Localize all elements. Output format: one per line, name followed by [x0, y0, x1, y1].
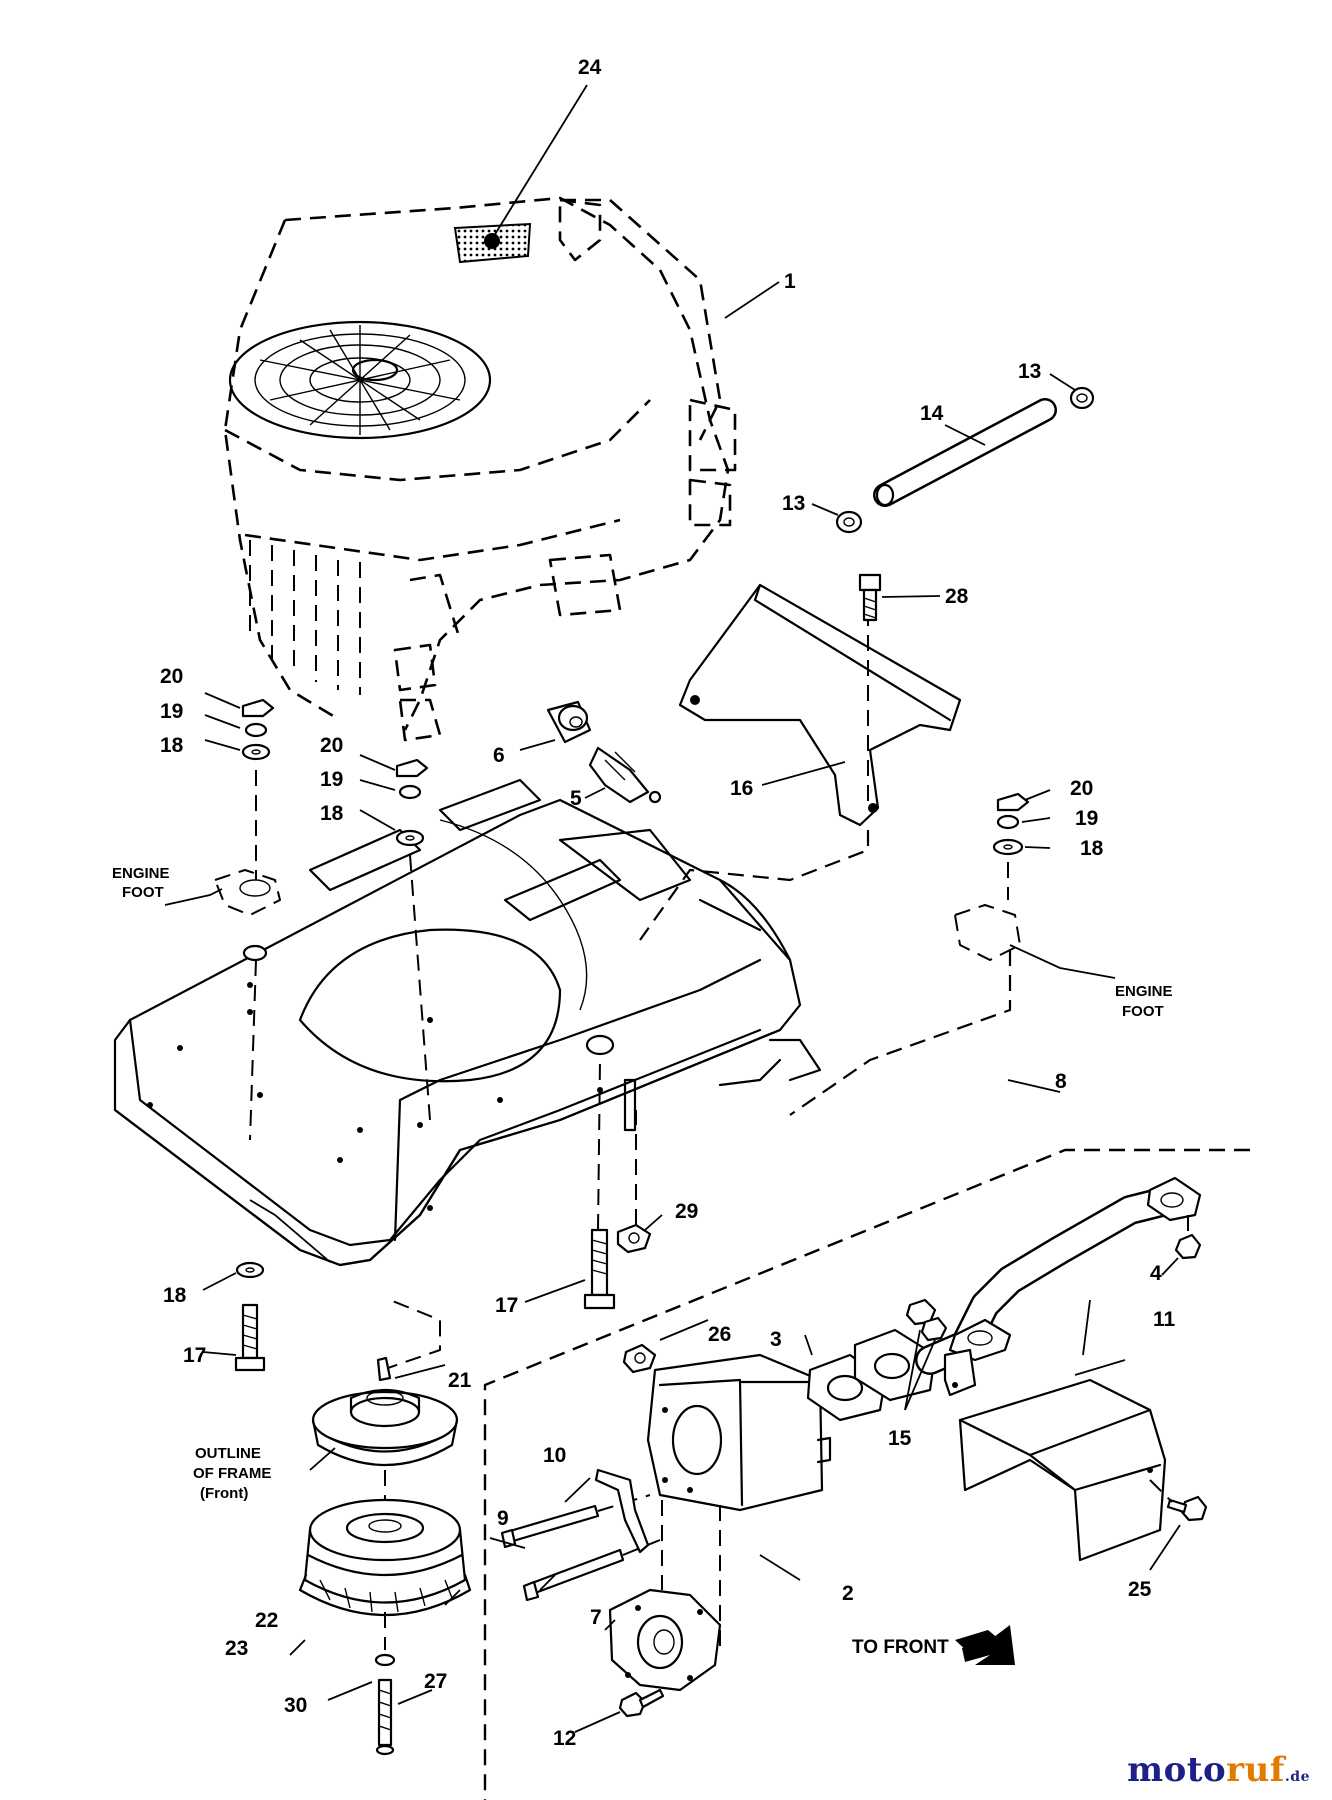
- watermark-logo: motoruf.de: [1127, 1750, 1310, 1790]
- engine-outline: [223, 196, 737, 742]
- callout-28: 28: [945, 585, 969, 608]
- callout-25: 25: [1128, 1578, 1152, 1601]
- hardware-stack-left: [241, 698, 431, 1141]
- callout-7: 7: [590, 1606, 602, 1629]
- engine-foot-right-line2: FOOT: [1122, 1003, 1164, 1020]
- to-front-label: TO FRONT: [852, 1637, 949, 1658]
- callout-21: 21: [448, 1369, 472, 1392]
- outline-frame-line3: (Front): [200, 1485, 248, 1502]
- callout-1: 1: [784, 270, 796, 293]
- callout-19-right: 19: [1075, 807, 1098, 830]
- frame-outline: [113, 778, 822, 1267]
- callout-23: 23: [225, 1637, 248, 1660]
- callout-18-mid: 18: [320, 802, 344, 825]
- callout-13-bottom: 13: [782, 492, 805, 515]
- muffler-assembly: [483, 1148, 1250, 1800]
- callout-20-left: 20: [160, 665, 183, 688]
- fitting-6-5: [546, 700, 662, 804]
- text-labels: ENGINE FOOT ENGINE FOOT OUTLINE OF FRAME…: [112, 865, 1173, 1658]
- to-front-arrow: [955, 1625, 1015, 1665]
- leader-lines: [164, 84, 1181, 1733]
- callout-6: 6: [493, 744, 505, 767]
- callout-19-left: 19: [160, 700, 183, 723]
- callout-27: 27: [424, 1670, 447, 1693]
- callout-14: 14: [920, 402, 944, 425]
- callout-20-mid: 20: [320, 734, 343, 757]
- hardware-stack-right: [992, 792, 1030, 900]
- decal-24: [453, 222, 532, 264]
- callout-12: 11: [1153, 1308, 1176, 1331]
- callout-9: 9: [497, 1507, 509, 1530]
- callout-29: 29: [675, 1200, 698, 1223]
- watermark-part3: .de: [1284, 1769, 1310, 1785]
- nut-29: [616, 1110, 652, 1254]
- callout-17-center: 17: [495, 1294, 518, 1317]
- watermark-part2: ruf: [1226, 1750, 1285, 1790]
- bracket-16: [639, 583, 962, 941]
- hose-14: [835, 386, 1095, 534]
- callout-15: 15: [888, 1427, 912, 1450]
- callout-24: 24: [578, 56, 602, 79]
- bolt-17-left: [234, 1261, 266, 1372]
- callout-numbers: 24 1 13 14 13 28 20 19 18 20 19 18 6 5 1…: [160, 56, 1176, 1750]
- callout-17-left: 17: [183, 1344, 206, 1367]
- callout-30: 30: [284, 1694, 307, 1717]
- callout-11: 12: [553, 1727, 576, 1750]
- callout-4: 4: [1150, 1262, 1162, 1285]
- outline-frame-line2: OF FRAME: [193, 1465, 271, 1482]
- callout-5: 5: [570, 787, 582, 810]
- callout-18-bottom: 18: [163, 1284, 187, 1307]
- callout-18-right: 18: [1080, 837, 1104, 860]
- clutch-pulley: [298, 1299, 472, 1756]
- callout-20-right: 20: [1070, 777, 1093, 800]
- engine-foot-right: [789, 904, 1021, 1116]
- callout-19-mid: 19: [320, 768, 343, 791]
- bolt-17-center: [583, 1059, 616, 1310]
- engine-foot-left-line2: FOOT: [122, 884, 164, 901]
- engine-foot-right-line1: ENGINE: [1115, 983, 1173, 1000]
- callout-2: 2: [842, 1582, 854, 1605]
- callout-10: 10: [543, 1444, 566, 1467]
- callout-22: 22: [255, 1609, 278, 1632]
- engine-foot-left: [214, 869, 281, 962]
- callout-13-top: 13: [1018, 360, 1041, 383]
- watermark-part1: moto: [1127, 1750, 1227, 1790]
- engine-foot-left-line1: ENGINE: [112, 865, 170, 882]
- outline-frame-line1: OUTLINE: [195, 1445, 261, 1462]
- callout-8: 8: [1055, 1070, 1067, 1093]
- callout-16: 16: [730, 777, 753, 800]
- callout-18-left: 18: [160, 734, 184, 757]
- bolt-28: [858, 573, 882, 622]
- callout-3: 3: [770, 1328, 782, 1351]
- callout-26: 26: [708, 1323, 731, 1346]
